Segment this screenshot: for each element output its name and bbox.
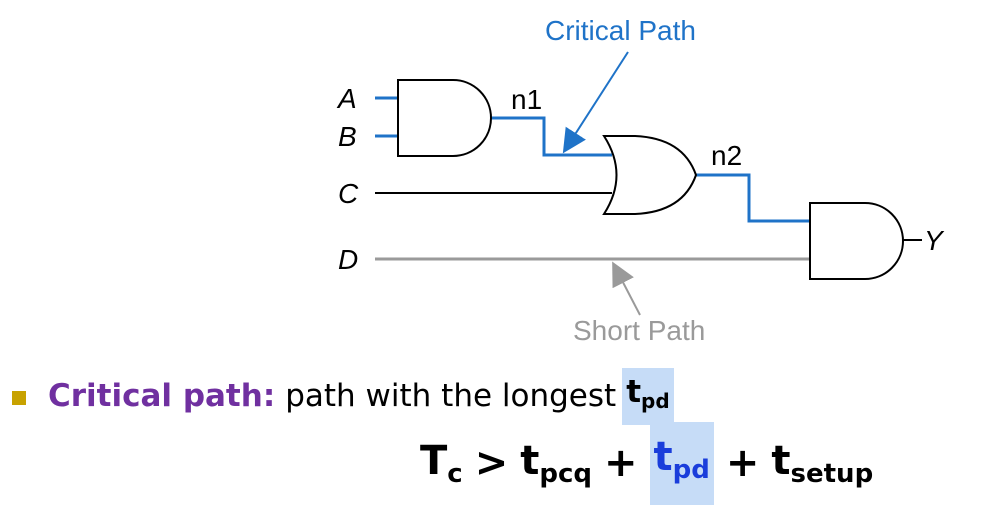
bullet-critical-path: Critical path: path with the longest tpd — [12, 367, 674, 425]
input-a-label: A — [336, 83, 357, 114]
bullet-description: path with the longest — [285, 378, 617, 414]
and-gate-2 — [809, 202, 904, 280]
equation-tc: Tc — [420, 438, 463, 489]
critical-path-label: Critical Path — [545, 15, 696, 46]
circuit-diagram: A B C D Y n1 n2 Critical Path Short Path — [336, 15, 945, 346]
equation-tpd: tpd — [649, 421, 714, 505]
net-n2-label: n2 — [711, 140, 742, 171]
net-n2-wire — [695, 173, 810, 223]
and-gate-1 — [397, 79, 492, 157]
short-path-arrow — [612, 261, 641, 316]
or-gate — [602, 135, 698, 215]
equation-tpd-base: t — [653, 433, 673, 480]
output-y-label: Y — [924, 225, 945, 256]
equation-tc-base: T — [420, 437, 448, 484]
input-c-label: C — [338, 178, 359, 209]
short-path-label: Short Path — [573, 315, 705, 346]
equation-tpcq-base: t — [520, 437, 540, 484]
equation-relation: > — [474, 440, 509, 486]
net-n1-wire — [490, 116, 612, 157]
timing-equation: Tc > tpcq + tpd + tsetup — [420, 421, 873, 505]
equation-tsetup-base: t — [771, 437, 791, 484]
equation-tc-subscript: c — [447, 458, 463, 489]
bullet-marker — [12, 391, 26, 405]
net-n1-label: n1 — [511, 84, 542, 115]
bullet-tpd-subscript: pd — [641, 388, 670, 413]
equation-plus-1: + — [604, 440, 638, 486]
equation-plus-2: + — [725, 440, 760, 486]
bullet-tpd-base: t — [626, 373, 642, 410]
equation-tsetup-subscript: setup — [790, 458, 874, 489]
bullet-tpd-symbol: tpd — [622, 367, 674, 425]
equation-tpcq-subscript: pcq — [539, 458, 592, 489]
equation-tpcq: tpcq — [520, 438, 592, 489]
critical-path-arrow — [562, 51, 629, 154]
equation-tsetup: tsetup — [771, 438, 873, 489]
input-d-label: D — [338, 244, 358, 275]
input-b-label: B — [338, 121, 357, 152]
bullet-term: Critical path: — [48, 378, 276, 414]
equation-tpd-subscript: pd — [672, 454, 710, 485]
